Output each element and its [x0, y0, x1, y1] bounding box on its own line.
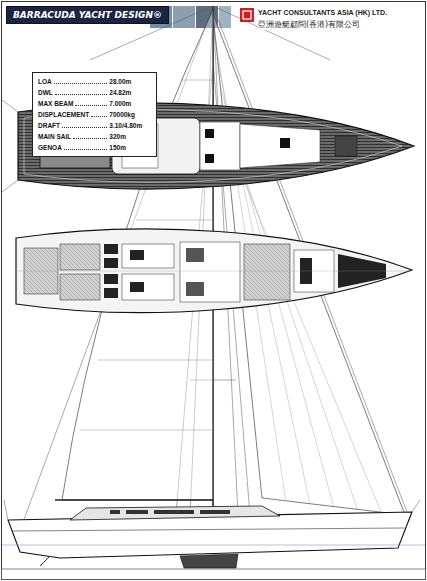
- brand-name: BARRACUDA YACHT DESIGN®: [13, 10, 162, 20]
- spec-name: DRAFT: [38, 120, 60, 131]
- spec-row: GENOA 150m: [38, 142, 151, 153]
- spec-name: DISPLACEMENT: [38, 109, 89, 120]
- spec-value: 320m: [109, 131, 151, 142]
- company-name: YACHT CONSULTANTS ASIA (HK) LTD.: [258, 9, 387, 16]
- dot-leader: [54, 83, 108, 84]
- spec-row: LOA 28.00m: [38, 76, 151, 87]
- spec-name: LOA: [38, 76, 52, 87]
- spec-row: DWL 24.82m: [38, 87, 151, 98]
- company-name-chinese: 亞洲遊艇顧問(香港)有限公司: [258, 19, 360, 30]
- interior-plan: [16, 229, 412, 313]
- boom: [55, 499, 213, 500]
- spec-name: MAX BEAM: [38, 98, 73, 109]
- spec-value: 3.10/4.80m: [109, 120, 151, 131]
- dot-leader: [73, 138, 107, 139]
- profile-view: [2, 500, 425, 568]
- dot-leader: [75, 105, 107, 106]
- spec-value: 7.000m: [109, 98, 151, 109]
- spec-name: GENOA: [38, 142, 62, 153]
- spec-row: MAX BEAM 7.000m: [38, 98, 151, 109]
- title-strip: [2, 569, 426, 580]
- spec-name: DWL: [38, 87, 53, 98]
- dot-leader: [91, 116, 107, 117]
- logo-banner: BARRACUDA YACHT DESIGN®: [6, 6, 169, 24]
- spec-value: 28.00m: [109, 76, 151, 87]
- spec-row: DISPLACEMENT 70000kg: [38, 109, 151, 120]
- spec-value: 150m: [109, 142, 151, 153]
- spec-value: 24.82m: [109, 87, 151, 98]
- spec-table: LOA28.00mDWL24.82mMAX BEAM7.000mDISPLACE…: [32, 72, 157, 157]
- spec-value: 70000kg: [109, 109, 151, 120]
- dot-leader: [64, 149, 107, 150]
- spec-row: DRAFT 3.10/4.80m: [38, 120, 151, 131]
- spec-row: MAIN SAIL 320m: [38, 131, 151, 142]
- dot-leader: [55, 94, 107, 95]
- dot-leader: [62, 127, 107, 128]
- spec-name: MAIN SAIL: [38, 131, 71, 142]
- company-logo-icon: [240, 8, 254, 22]
